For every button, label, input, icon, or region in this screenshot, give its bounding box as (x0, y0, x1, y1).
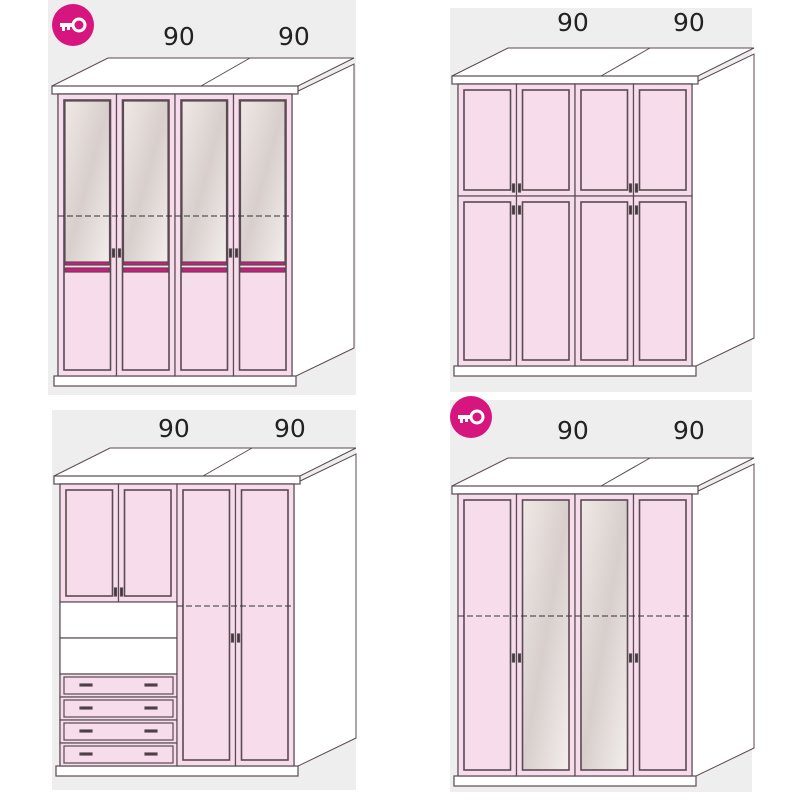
drawer-handle (144, 729, 158, 733)
width-label: 90 (673, 8, 705, 37)
door-handle (228, 248, 233, 258)
width-label: 90 (673, 416, 705, 445)
width-label: 90 (274, 414, 306, 443)
accent-stripe (64, 261, 111, 266)
accent-stripe (239, 261, 286, 266)
door-panel (463, 499, 512, 771)
door-handle (234, 248, 239, 258)
door-handle (517, 205, 522, 215)
plinth (453, 775, 697, 787)
door-handle (236, 633, 241, 643)
wardrobe-4-door-mirror-middle (451, 457, 755, 787)
plinth (453, 365, 697, 377)
wardrobe-top (451, 457, 755, 487)
door-handle (230, 633, 235, 643)
plinth (53, 375, 297, 387)
wardrobe-side (691, 463, 755, 779)
door-panel (521, 201, 570, 361)
door-panel (123, 489, 172, 597)
door-handle (511, 653, 516, 663)
wardrobe-4-door-mirror-stripe (51, 57, 355, 387)
drawer-handle (144, 683, 158, 687)
top-divider (600, 47, 651, 77)
mirror-panel (181, 100, 228, 264)
cornice (51, 85, 299, 95)
wardrobe-top (53, 447, 357, 477)
wardrobe-side (691, 53, 755, 369)
door-panel (521, 89, 570, 191)
width-label: 90 (557, 416, 589, 445)
drawer-handle (79, 683, 93, 687)
width-label: 90 (278, 22, 310, 51)
door-handle (511, 183, 516, 193)
door-handle (117, 248, 122, 258)
key-lock-icon (450, 396, 492, 438)
wardrobe-side (291, 63, 355, 379)
mirror-panel (122, 100, 169, 264)
door-panel (638, 89, 687, 191)
open-shelf (59, 637, 178, 675)
door-panel (580, 89, 629, 191)
accent-stripe (239, 267, 286, 273)
door-handle (634, 205, 639, 215)
cornice (53, 475, 301, 485)
drawer-front (63, 699, 174, 718)
door-handle (517, 653, 522, 663)
door-handle (628, 205, 633, 215)
cornice (451, 485, 699, 495)
wardrobe-side (293, 453, 357, 769)
door-handle (517, 183, 522, 193)
door-handle (628, 183, 633, 193)
accent-stripe (122, 267, 169, 273)
mirror-panel (64, 100, 111, 264)
width-label: 90 (557, 8, 589, 37)
door-panel (580, 201, 629, 361)
door-panel (65, 489, 114, 597)
door-handle (111, 248, 116, 258)
open-shelf (59, 601, 178, 639)
door-panel (638, 201, 687, 361)
accent-stripe (122, 261, 169, 266)
accent-stripe (64, 267, 111, 273)
door-handle (113, 587, 118, 597)
wardrobe-shelves-drawers-2-door (53, 447, 357, 777)
door-panel (240, 489, 289, 761)
door-panel (638, 499, 687, 771)
width-label: 90 (163, 22, 195, 51)
drawer-handle (144, 706, 158, 710)
accent-stripe (181, 267, 228, 273)
door-handle (511, 205, 516, 215)
top-divider (600, 457, 651, 487)
drawer-front (63, 722, 174, 741)
top-divider (202, 447, 253, 477)
door-handle (119, 587, 124, 597)
accent-stripe (181, 261, 228, 266)
key-lock-icon (52, 4, 94, 46)
plinth (55, 765, 299, 777)
drawer-front (63, 745, 174, 764)
drawer-handle (79, 706, 93, 710)
wardrobe-top (51, 57, 355, 87)
door-handle (634, 183, 639, 193)
door-handle (628, 653, 633, 663)
door-handle (634, 653, 639, 663)
drawer-handle (144, 752, 158, 756)
drawer-handle (79, 729, 93, 733)
wardrobe-top (451, 47, 755, 77)
door-panel (182, 489, 231, 761)
cornice (451, 75, 699, 85)
mirror-panel (580, 499, 629, 771)
wardrobe-4-door-two-tier (451, 47, 755, 377)
width-label: 90 (158, 414, 190, 443)
mirror-panel (521, 499, 570, 771)
door-panel (463, 89, 512, 191)
mirror-panel (239, 100, 286, 264)
top-divider (200, 57, 251, 87)
drawer-handle (79, 752, 93, 756)
drawer-front (63, 676, 174, 695)
door-panel (463, 201, 512, 361)
